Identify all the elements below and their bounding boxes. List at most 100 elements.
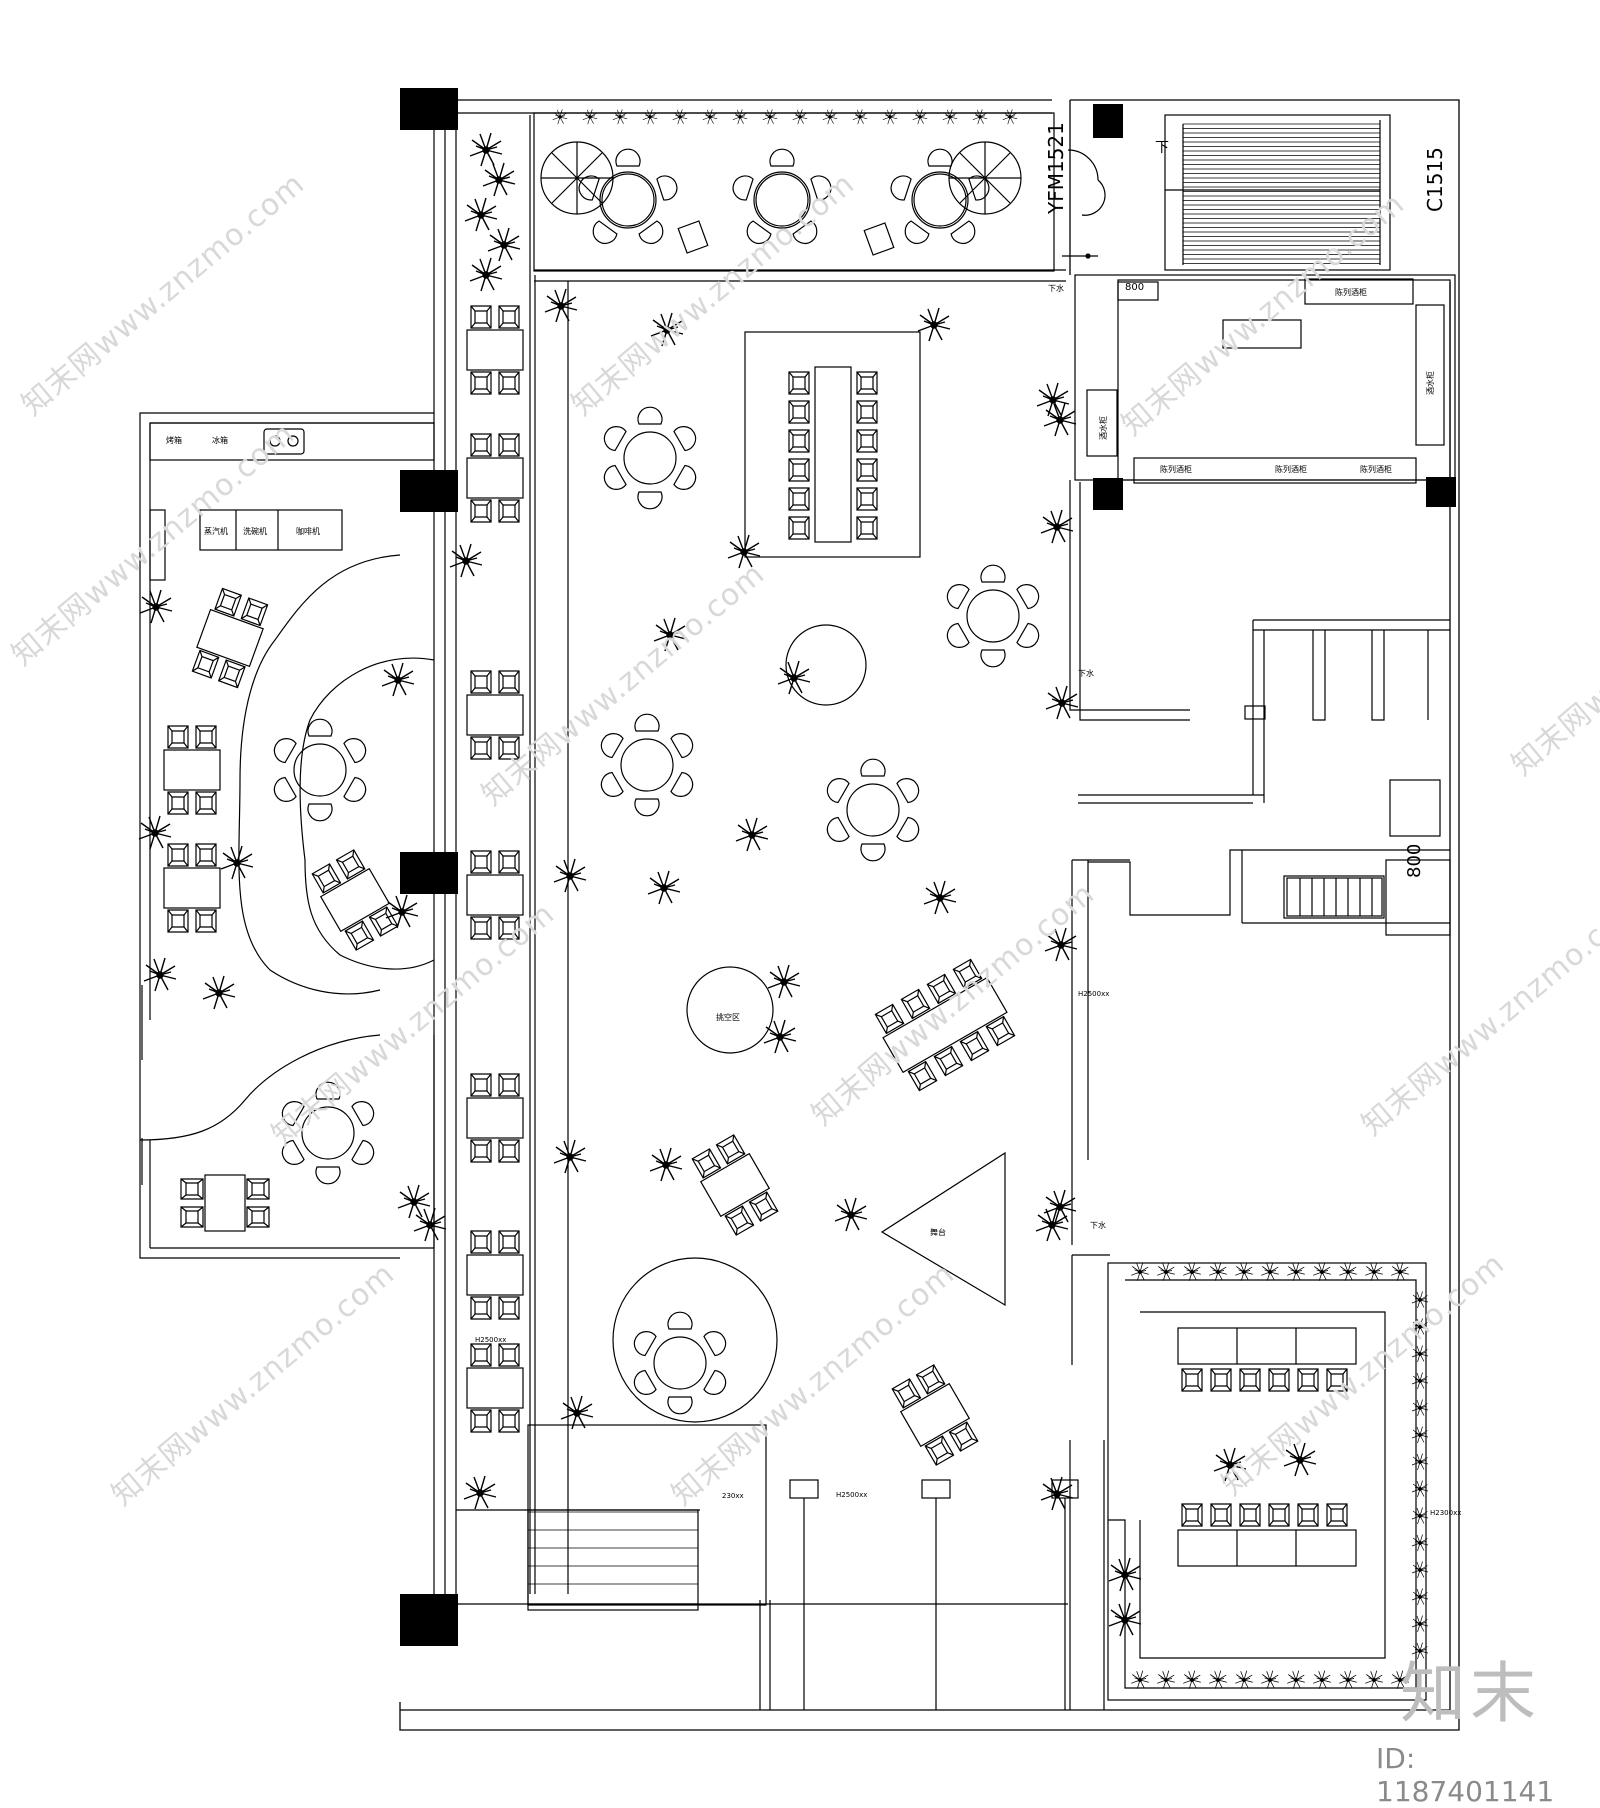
drain-1: 下水 xyxy=(1048,283,1064,293)
dim-800: 800 xyxy=(1125,282,1144,293)
chair xyxy=(950,220,976,244)
plant-icon xyxy=(1130,1262,1150,1282)
image-id: ID: 1187401141 xyxy=(1376,1742,1555,1808)
down-mark: 下 xyxy=(1155,140,1169,156)
chair xyxy=(603,464,627,490)
bar-storage-room xyxy=(1074,274,1456,484)
table-with-chairs xyxy=(466,1343,524,1433)
plant-icon xyxy=(202,975,236,1010)
label-cooler-right: 酒水柜 xyxy=(1425,371,1435,395)
plant-icon xyxy=(469,257,503,292)
plant-icon xyxy=(852,109,868,125)
chair xyxy=(343,776,367,802)
plant-icon xyxy=(1338,1262,1358,1282)
plant-icon xyxy=(381,662,415,697)
drain-2: 下水 xyxy=(1078,668,1094,678)
chair xyxy=(856,458,878,482)
plant-icon xyxy=(917,307,951,342)
table-with-chairs xyxy=(311,849,399,951)
chair xyxy=(788,429,810,453)
stage-triangle xyxy=(880,1151,1006,1307)
long-angled-table xyxy=(874,958,1016,1092)
plant-icon xyxy=(1260,1670,1280,1690)
plant-icon xyxy=(612,109,628,125)
chair xyxy=(307,803,333,822)
plant-icon xyxy=(1208,1670,1228,1690)
plant-icon xyxy=(1043,402,1077,437)
plant-icon xyxy=(553,858,587,893)
chair xyxy=(633,1331,657,1357)
plant-icon xyxy=(1338,1670,1358,1690)
round-table-set xyxy=(890,148,990,244)
elevator-icon xyxy=(1286,877,1383,917)
chair xyxy=(1016,622,1040,648)
entrance-steps xyxy=(528,1511,698,1585)
table-with-chairs xyxy=(891,1364,979,1466)
chair xyxy=(667,1311,693,1330)
plant-icon xyxy=(1040,509,1074,544)
chair xyxy=(578,175,600,201)
chair xyxy=(1210,1503,1232,1527)
plant-icon xyxy=(649,1147,683,1182)
chair xyxy=(673,426,697,452)
plant-icon xyxy=(642,109,658,125)
chair xyxy=(273,738,297,764)
chair xyxy=(670,733,694,759)
chair xyxy=(673,464,697,490)
plant-icon xyxy=(544,288,578,323)
chair xyxy=(592,220,618,244)
chair xyxy=(896,778,920,804)
chair xyxy=(788,400,810,424)
structural-columns xyxy=(400,88,1456,1646)
chair xyxy=(670,771,694,797)
plant-icon xyxy=(138,815,172,850)
dim-800-vertical: 800 xyxy=(1404,844,1425,878)
chair xyxy=(860,843,886,862)
plant-icon xyxy=(792,109,808,125)
chair xyxy=(1326,1503,1348,1527)
label-coffee: 咖啡机 xyxy=(296,526,320,536)
chair xyxy=(856,487,878,511)
chair xyxy=(890,175,912,201)
clear-height-1: H2500xx xyxy=(1078,990,1109,998)
chair xyxy=(1297,1503,1319,1527)
plant-icon xyxy=(735,817,769,852)
table-with-chairs xyxy=(191,587,269,689)
chair xyxy=(351,1139,375,1165)
chair xyxy=(703,1369,727,1395)
label-oven: 烤箱 xyxy=(166,435,182,445)
chair xyxy=(856,516,878,540)
plant-icon xyxy=(487,227,521,262)
chair xyxy=(946,584,970,610)
chair xyxy=(1268,1368,1290,1392)
plant-icon xyxy=(882,109,898,125)
entrance-area xyxy=(527,1424,1105,1710)
plant-icon xyxy=(1234,1670,1254,1690)
chair xyxy=(1239,1368,1261,1392)
clear-height-4: H2300xx xyxy=(1430,1509,1461,1517)
chair xyxy=(980,649,1006,668)
chair xyxy=(788,516,810,540)
plant-icon xyxy=(672,109,688,125)
plant-icon xyxy=(942,109,958,125)
chair xyxy=(860,758,886,777)
clear-height-3: H2500xx xyxy=(836,1491,867,1499)
chair xyxy=(1268,1503,1290,1527)
chair xyxy=(600,733,624,759)
chair xyxy=(1016,584,1040,610)
round-table-set xyxy=(273,718,367,822)
round-table-set xyxy=(578,148,678,244)
plant-icon xyxy=(1312,1262,1332,1282)
chair xyxy=(788,458,810,482)
chair xyxy=(703,1331,727,1357)
plant-icon xyxy=(923,880,957,915)
chair xyxy=(927,148,953,167)
table-with-chairs xyxy=(466,1073,524,1163)
table-with-chairs xyxy=(163,725,221,815)
plant-icon xyxy=(1002,109,1018,125)
skylight-void xyxy=(612,624,867,1423)
plant-icon xyxy=(1312,1670,1332,1690)
round-table-set xyxy=(603,406,697,510)
plant-icon xyxy=(1182,1670,1202,1690)
